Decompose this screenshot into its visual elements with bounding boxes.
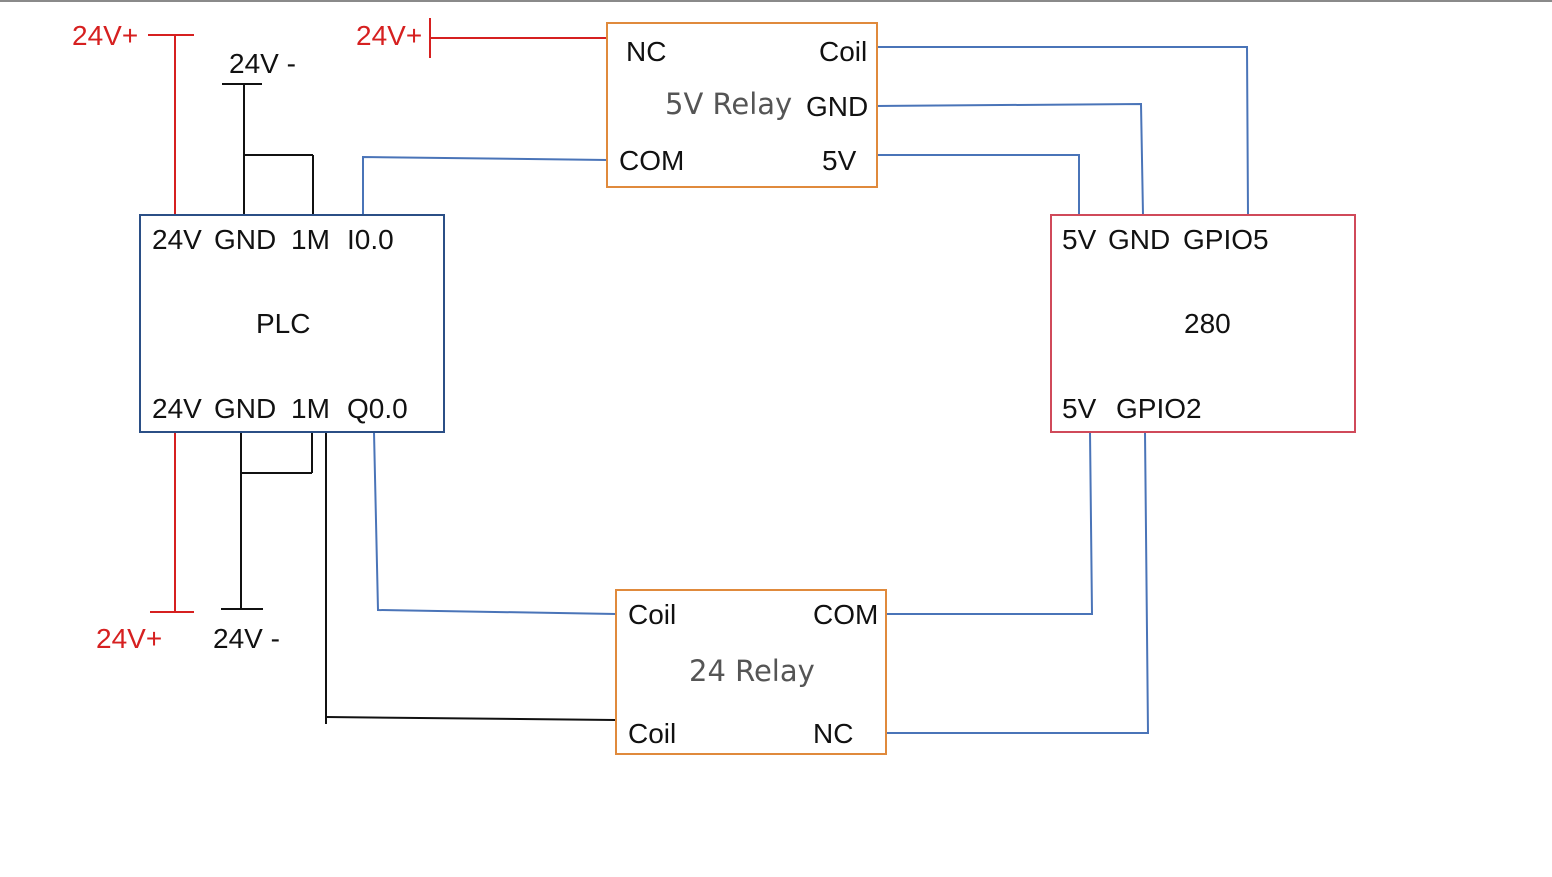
- plc-pin-1m-bottom: 1M: [291, 393, 330, 424]
- relay-24-title: 24 Relay: [689, 654, 815, 688]
- relay-24-pin-com: COM: [813, 599, 878, 630]
- plc-pin-24v-bottom: 24V: [152, 393, 202, 424]
- power-label-bottom-plus: 24V+: [96, 623, 162, 654]
- relay-5v-pin-coil: Coil: [819, 36, 867, 67]
- board-280-pin-gpio2: GPIO2: [1116, 393, 1202, 424]
- relay-5v-pin-nc: NC: [626, 36, 666, 67]
- plc-pin-1m-top: 1M: [291, 224, 330, 255]
- relay-24-pin-coil-bottom: Coil: [628, 718, 676, 749]
- plc-pin-24v-top: 24V: [152, 224, 202, 255]
- board-280-title: 280: [1184, 308, 1231, 339]
- relay-5v-pin-5v: 5V: [822, 145, 857, 176]
- relay-5v-box: [606, 22, 878, 188]
- relay-24-box: [615, 589, 887, 755]
- power-label-top-left-minus: 24V -: [229, 48, 296, 79]
- relay-24-pin-nc: NC: [813, 718, 853, 749]
- plc-pin-q00: Q0.0: [347, 393, 408, 424]
- power-label-relay-plus: 24V+: [356, 20, 422, 51]
- plc-title: PLC: [256, 308, 310, 339]
- relay-5v-pin-com: COM: [619, 145, 684, 176]
- board-280-pin-5v-top: 5V: [1062, 224, 1097, 255]
- power-labels: 24V+ 24V - 24V+ 24V+ 24V -: [72, 20, 422, 654]
- power-label-bottom-minus: 24V -: [213, 623, 280, 654]
- relay-24-pin-coil-top: Coil: [628, 599, 676, 630]
- relay-5v-block: NC Coil 5V Relay GND COM 5V: [606, 22, 878, 188]
- power-label-top-left-plus: 24V+: [72, 20, 138, 51]
- board-280-pin-gpio5: GPIO5: [1183, 224, 1269, 255]
- plc-pin-gnd-bottom: GND: [214, 393, 276, 424]
- ground-wires: [221, 83, 616, 724]
- relay-5v-pin-gnd: GND: [806, 91, 868, 122]
- relay-24-block: Coil COM 24 Relay Coil NC: [615, 589, 887, 755]
- relay-5v-title: 5V Relay: [665, 87, 792, 121]
- board-280-pin-5v-bottom: 5V: [1062, 393, 1097, 424]
- plc-block: 24V GND 1M I0.0 PLC 24V GND 1M Q0.0: [139, 214, 445, 433]
- plc-box: [139, 214, 445, 433]
- board-280-box: [1050, 214, 1356, 433]
- board-280-block: 5V GND GPIO5 280 5V GPIO2: [1050, 214, 1356, 433]
- board-280-pin-gnd: GND: [1108, 224, 1170, 255]
- plc-pin-i00: I0.0: [347, 224, 394, 255]
- power-wires: [148, 18, 608, 613]
- signal-wires: [362, 46, 1249, 734]
- plc-pin-gnd-top: GND: [214, 224, 276, 255]
